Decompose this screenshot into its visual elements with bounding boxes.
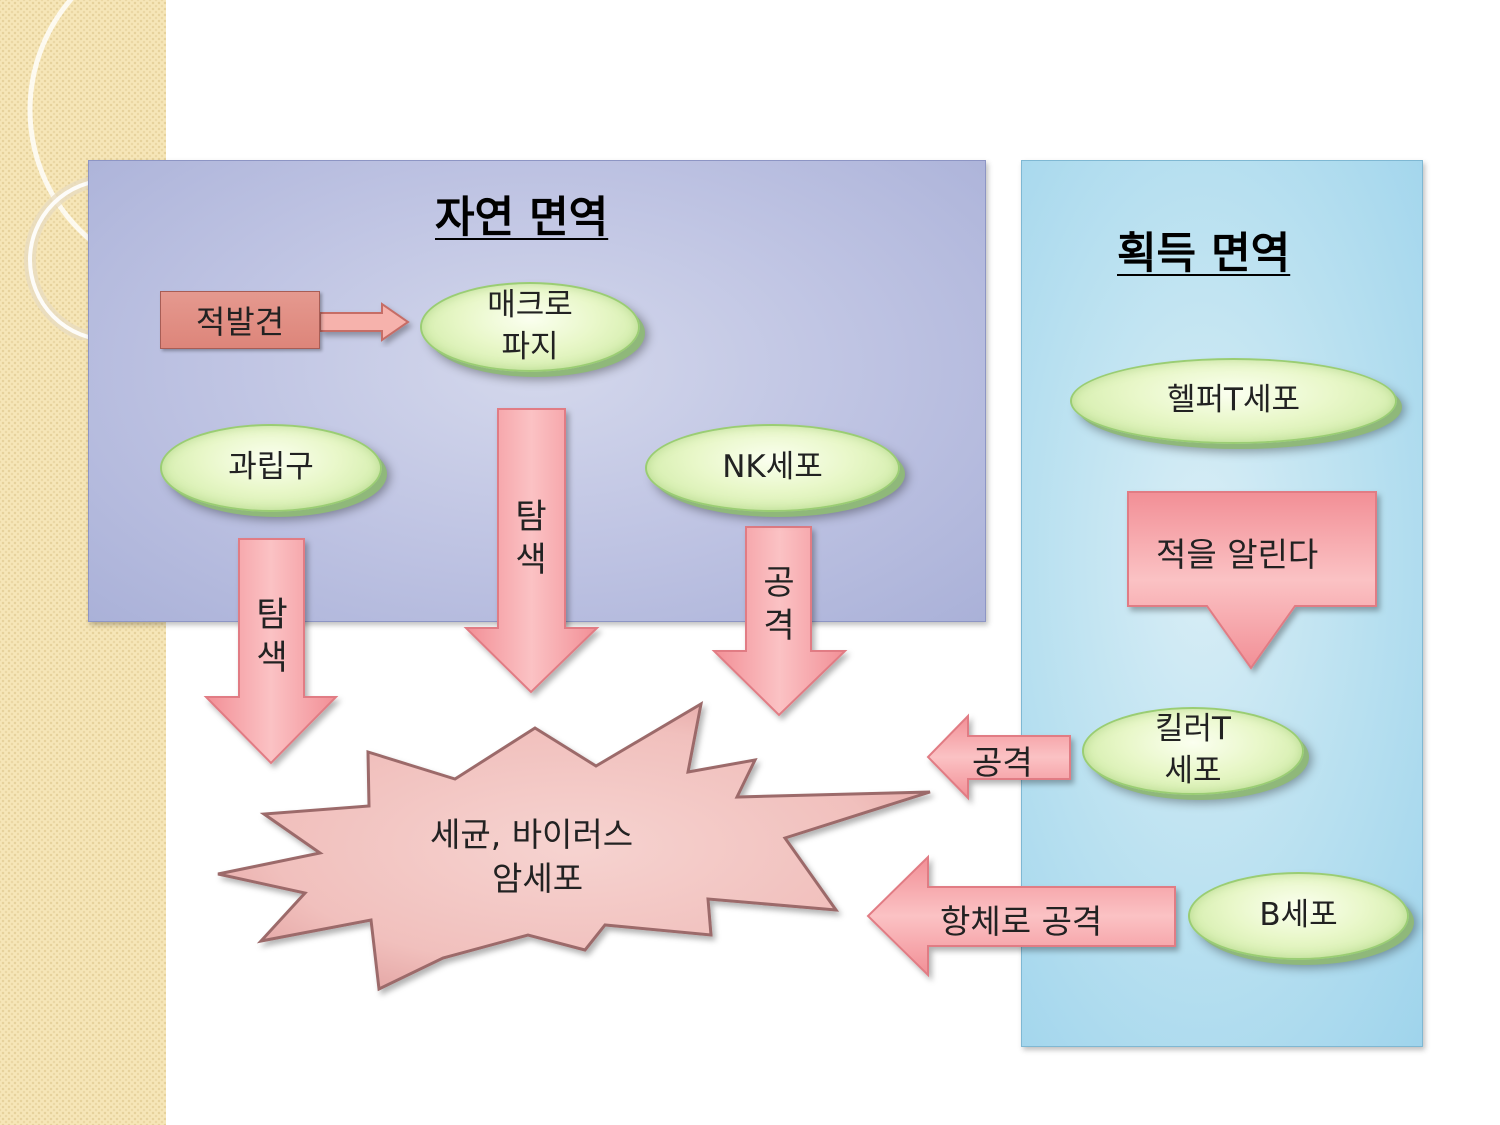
notify-enemy-label: 적을 알린다 <box>1156 535 1319 574</box>
macrophage-node: 매크로 파지 <box>420 282 640 372</box>
discover-enemy-label: 적발견 <box>160 291 320 349</box>
granulocyte-search-label: 탐 색 <box>256 595 288 678</box>
helper-t-cell-node: 헬퍼T세포 <box>1070 358 1397 444</box>
nk-cell-node: NK세포 <box>645 424 900 512</box>
pathogen-label: 세균, 바이러스 <box>430 815 634 854</box>
bcell-antibody-attack-label: 항체로 공격 <box>940 902 1103 941</box>
b-cell-node: B세포 <box>1188 872 1409 960</box>
natural-immunity-title: 자연 면역 <box>435 193 609 243</box>
killer-attack-label: 공격 <box>972 743 1033 782</box>
macrophage-search-label: 탐 색 <box>515 497 547 580</box>
acquired-immunity-title: 획득 면역 <box>1117 229 1291 279</box>
nk-attack-label: 공 격 <box>763 563 795 646</box>
granulocyte-node: 과립구 <box>160 424 382 512</box>
cancer-cell-label: 암세포 <box>492 859 584 898</box>
killer-t-cell-node: 킬러T 세포 <box>1082 707 1304 795</box>
